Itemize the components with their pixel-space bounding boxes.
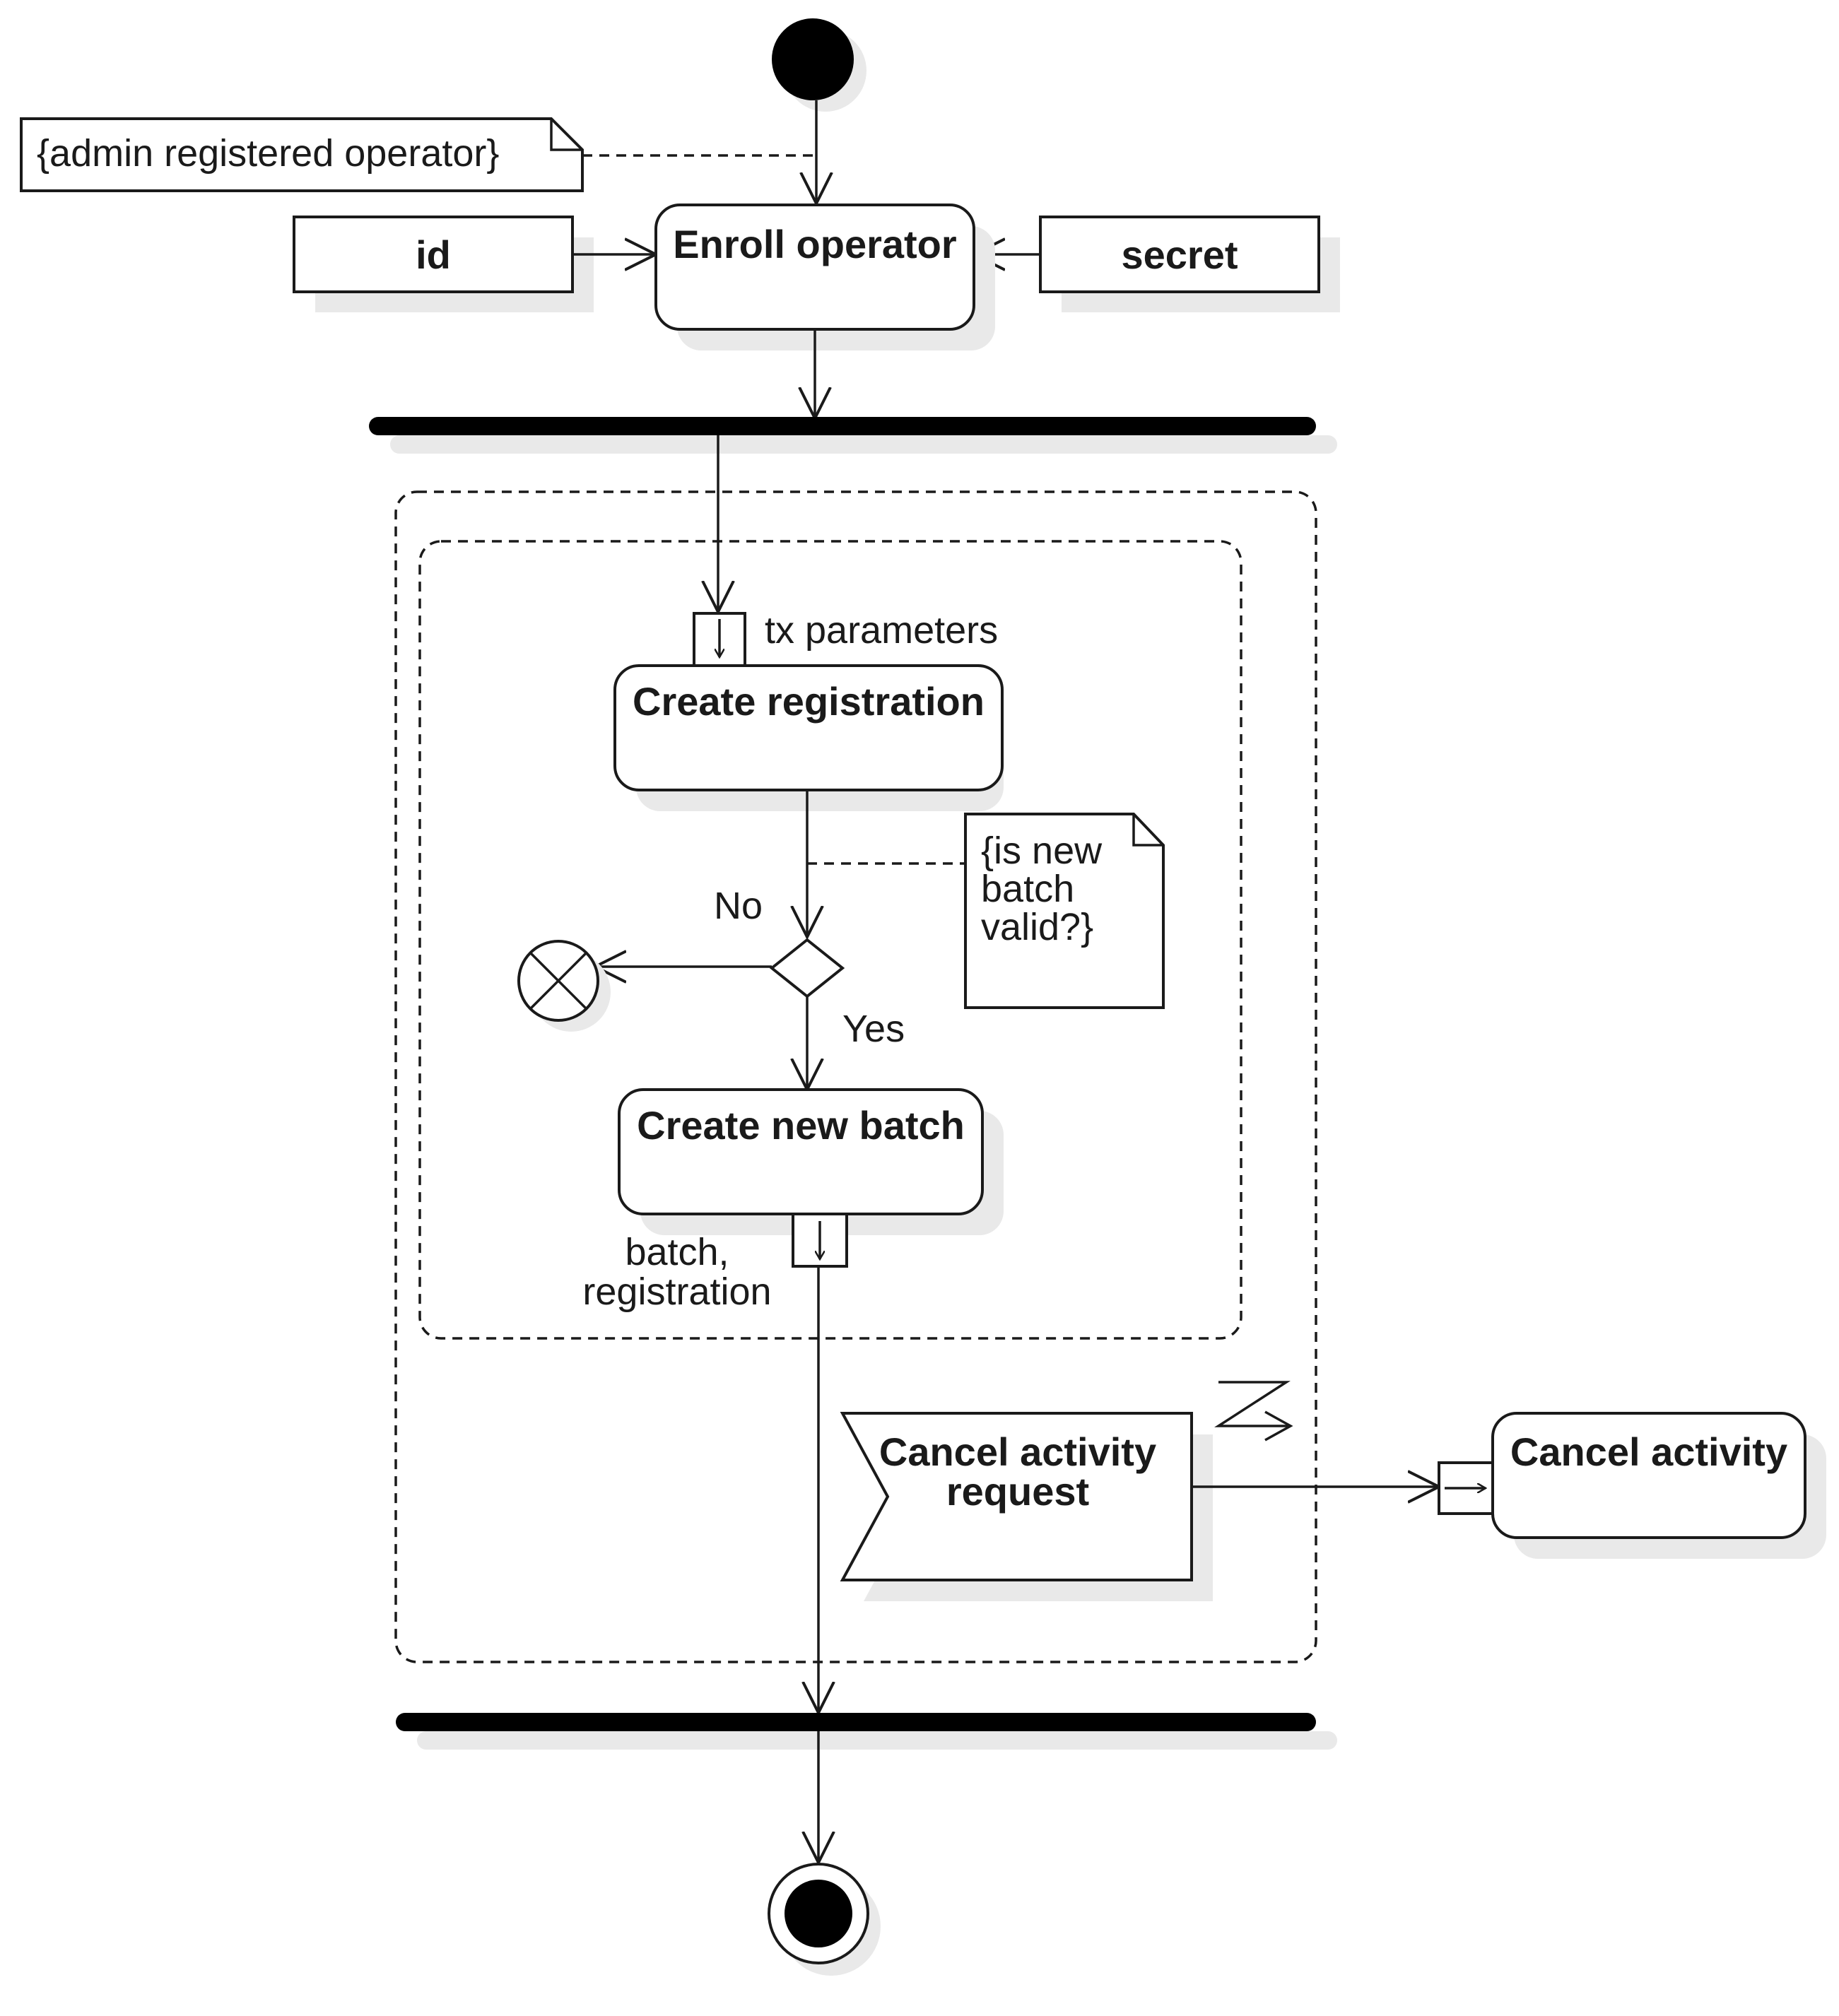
object-node-secret-label: secret: [1121, 232, 1238, 277]
guard-yes-label: Yes: [842, 1008, 905, 1050]
note-is-new-batch-valid: {is new batch valid?}: [964, 813, 1165, 1009]
action-create-registration-label: Create registration: [633, 679, 985, 724]
note-admin-registered-operator-text: {admin registered operator}: [37, 132, 499, 175]
object-node-id: id: [293, 216, 594, 312]
note-is-new-batch-valid-line3: valid?}: [981, 906, 1093, 948]
interruptible-region: [394, 490, 1317, 1663]
structured-activity-region: [418, 540, 1242, 1340]
accept-event-label-line1: Cancel activity: [879, 1430, 1156, 1474]
action-cancel-activity: Cancel activity: [1491, 1412, 1826, 1559]
note-admin-registered-operator: {admin registered operator}: [20, 117, 584, 192]
action-create-new-batch-label: Create new batch: [637, 1103, 965, 1148]
object-node-secret: secret: [1039, 216, 1340, 312]
pin-tx-parameters-label: tx parameters: [765, 609, 998, 652]
join-bar: [396, 1713, 1337, 1750]
pin-tx-parameters: [693, 612, 746, 667]
pin-batch-registration-label-line1: batch,: [625, 1231, 729, 1273]
pin-cancel-activity: [1438, 1461, 1494, 1515]
action-create-new-batch: Create new batch: [618, 1088, 1004, 1235]
accept-event-label-line2: request: [946, 1469, 1089, 1514]
accept-event-cancel-activity-request: Cancel activity request: [840, 1412, 1213, 1601]
action-enroll-operator: Enroll operator: [654, 204, 995, 350]
activity-final-node: [768, 1863, 881, 1976]
object-node-id-label: id: [416, 232, 451, 277]
decision-node: [769, 938, 845, 998]
fork-bar: [369, 417, 1337, 454]
note-is-new-batch-valid-line1: {is new: [981, 830, 1103, 872]
pin-batch-registration-label-line2: registration: [582, 1271, 771, 1313]
interrupting-edge-icon: [1214, 1381, 1293, 1442]
flow-final-node: [517, 940, 611, 1032]
action-cancel-activity-label: Cancel activity: [1510, 1430, 1787, 1474]
initial-node: [772, 18, 866, 112]
action-create-registration: Create registration: [613, 664, 1004, 811]
note-is-new-batch-valid-line2: batch: [981, 868, 1074, 910]
action-enroll-operator-label: Enroll operator: [673, 222, 956, 266]
guard-no-label: No: [714, 885, 763, 927]
pin-batch-registration: [792, 1213, 848, 1268]
